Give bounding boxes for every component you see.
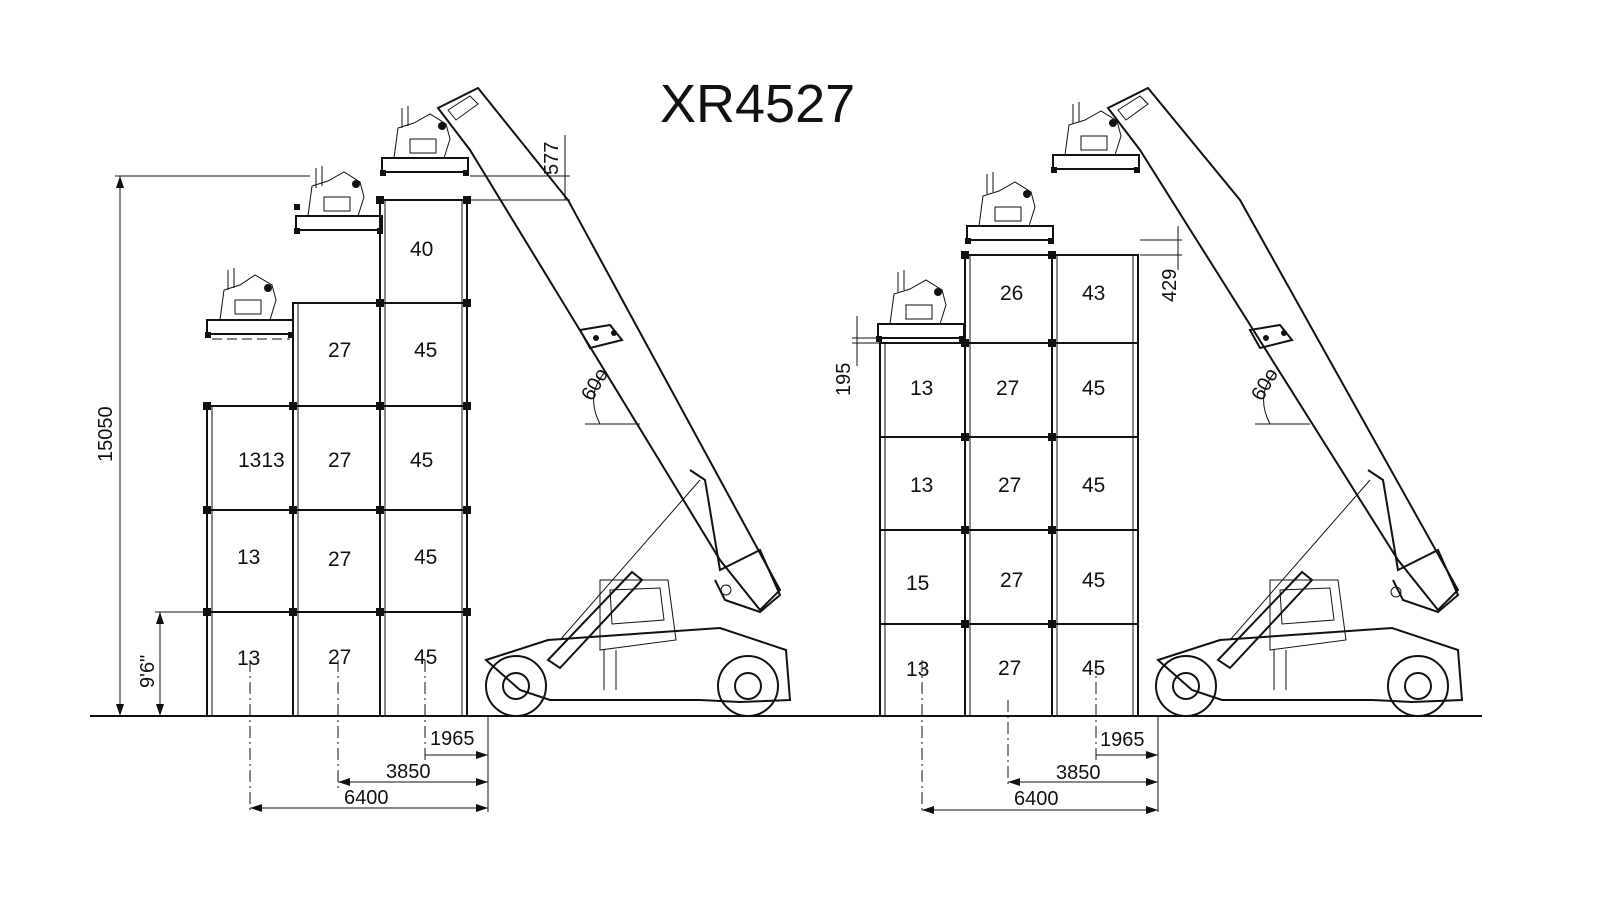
cell-label: 13 — [237, 546, 260, 569]
cell-label: 27 — [328, 339, 351, 362]
dim-offset-small: 195 — [833, 363, 855, 396]
dim-container-height: 9'6" — [137, 655, 159, 688]
cell-label: 13 — [237, 647, 260, 670]
cell-label: 27 — [328, 548, 351, 571]
wheel-icon — [485, 655, 547, 717]
wheel-icon — [717, 655, 779, 717]
left-dimensions: 15050 9'6" 577 60o 1965 3850 6400 — [95, 135, 640, 812]
cell-label: 45 — [1082, 569, 1105, 592]
right-dimensions: 195 429 60o 1965 3850 6400 — [833, 226, 1310, 814]
container — [1051, 254, 1139, 344]
dim-reach-2-right: 3850 — [1056, 762, 1101, 784]
cell-label: 1313 — [238, 449, 285, 472]
cell-label: 13 — [910, 474, 933, 497]
cell-label: 26 — [1000, 282, 1023, 305]
dim-angle: 60o — [577, 365, 613, 405]
dim-offset-top: 429 — [1159, 269, 1181, 302]
wheel-icon — [1387, 655, 1449, 717]
cell-label: 45 — [410, 449, 433, 472]
cell-label: 27 — [328, 449, 351, 472]
cell-label: 13 — [910, 377, 933, 400]
cell-label: 27 — [328, 646, 351, 669]
dim-reach-1-right: 1965 — [1100, 729, 1145, 751]
cell-label: 13 — [906, 658, 929, 681]
dim-top-offset: 577 — [541, 142, 563, 175]
spreader-icon — [380, 106, 469, 176]
cell-label: 43 — [1082, 282, 1105, 305]
cell-label: 45 — [414, 546, 437, 569]
dim-reach-3: 6400 — [344, 787, 389, 809]
right-container-stack: 13 15 13 13 27 27 27 27 26 45 45 45 45 4… — [879, 251, 1139, 717]
left-container-stack: 13 13 1313 27 27 27 27 45 45 45 45 40 — [203, 196, 471, 717]
cell-label: 27 — [996, 377, 1019, 400]
cell-label: 27 — [998, 474, 1021, 497]
cell-label: 45 — [1082, 474, 1105, 497]
dim-reach-1: 1965 — [430, 728, 475, 750]
spreader-icon — [965, 172, 1054, 244]
reach-stacker-icon — [1106, 86, 1464, 717]
reach-stacker-icon — [436, 86, 792, 717]
drawing-title: XR4527 — [660, 74, 855, 134]
cell-label: 27 — [1000, 569, 1023, 592]
wheel-icon — [1155, 655, 1217, 717]
dim-total-height: 15050 — [95, 406, 117, 462]
cell-label: 15 — [906, 572, 929, 595]
cell-label: 45 — [1082, 657, 1105, 680]
container — [379, 199, 468, 304]
cell-label: 40 — [410, 238, 433, 261]
cell-label: 45 — [414, 646, 437, 669]
spreader-icon — [294, 166, 383, 234]
spreader-icon — [876, 270, 965, 342]
cell-label: 45 — [414, 339, 437, 362]
spreader-icon — [205, 268, 294, 340]
cell-label: 27 — [998, 657, 1021, 680]
cell-label: 45 — [1082, 377, 1105, 400]
dim-reach-2: 3850 — [386, 761, 431, 783]
dim-reach-3-right: 6400 — [1014, 788, 1059, 810]
spreader-icon — [1051, 102, 1140, 173]
